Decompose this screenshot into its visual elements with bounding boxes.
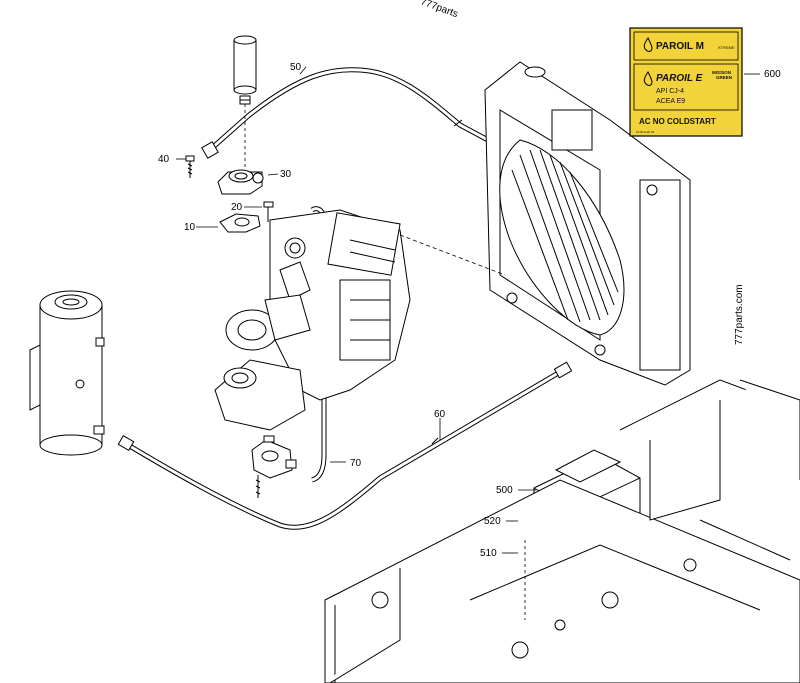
oil2-tag2: GREEN xyxy=(716,75,732,80)
watermark-side: 777parts.com xyxy=(734,284,745,345)
callouts: 10 20 30 40 50 60 70 500 510 520 600 xyxy=(158,62,781,559)
callout-10: 10 xyxy=(184,222,196,233)
oil1-title: PAROIL M xyxy=(656,41,704,52)
warning-text: AC NO COLDSTART xyxy=(639,117,716,126)
callout-520: 520 xyxy=(484,516,501,527)
callout-600: 600 xyxy=(764,69,781,80)
engine xyxy=(214,209,411,431)
callout-70: 70 xyxy=(350,458,362,469)
oil2-tag1: MISSION xyxy=(712,70,731,75)
receiver-tank xyxy=(29,290,105,456)
callout-20: 20 xyxy=(231,202,243,213)
oil2-spec2: ACEA E9 xyxy=(656,98,685,105)
filter-head-30 xyxy=(201,141,264,195)
oil-drop-icon xyxy=(643,71,653,86)
chassis-frame xyxy=(324,379,800,683)
bolt-20 xyxy=(263,201,274,222)
callout-50: 50 xyxy=(290,62,302,73)
hose-60 xyxy=(117,361,573,530)
callout-510: 510 xyxy=(480,548,497,559)
radiator xyxy=(484,61,691,386)
label-code: 1618 2120 00 xyxy=(636,130,655,134)
callout-30: 30 xyxy=(280,169,292,180)
callout-60: 60 xyxy=(434,409,446,420)
bracket-10 xyxy=(219,213,261,233)
filter-element xyxy=(233,35,257,105)
lower-bracket xyxy=(251,435,297,498)
oil1-tag: XTREME xyxy=(718,45,735,50)
callout-40: 40 xyxy=(158,154,170,165)
oil2-spec1: API CJ-4 xyxy=(656,88,684,95)
watermark-top: 777parts xyxy=(419,0,459,20)
leader-lines xyxy=(176,66,760,620)
oil-label-600: PAROIL M XTREME PAROIL E MISSION GREEN A… xyxy=(629,27,743,137)
oil-drop-icon xyxy=(643,37,653,52)
bolt-40 xyxy=(185,155,195,178)
callout-500: 500 xyxy=(496,485,513,496)
oil2-title: PAROIL E xyxy=(656,73,703,84)
